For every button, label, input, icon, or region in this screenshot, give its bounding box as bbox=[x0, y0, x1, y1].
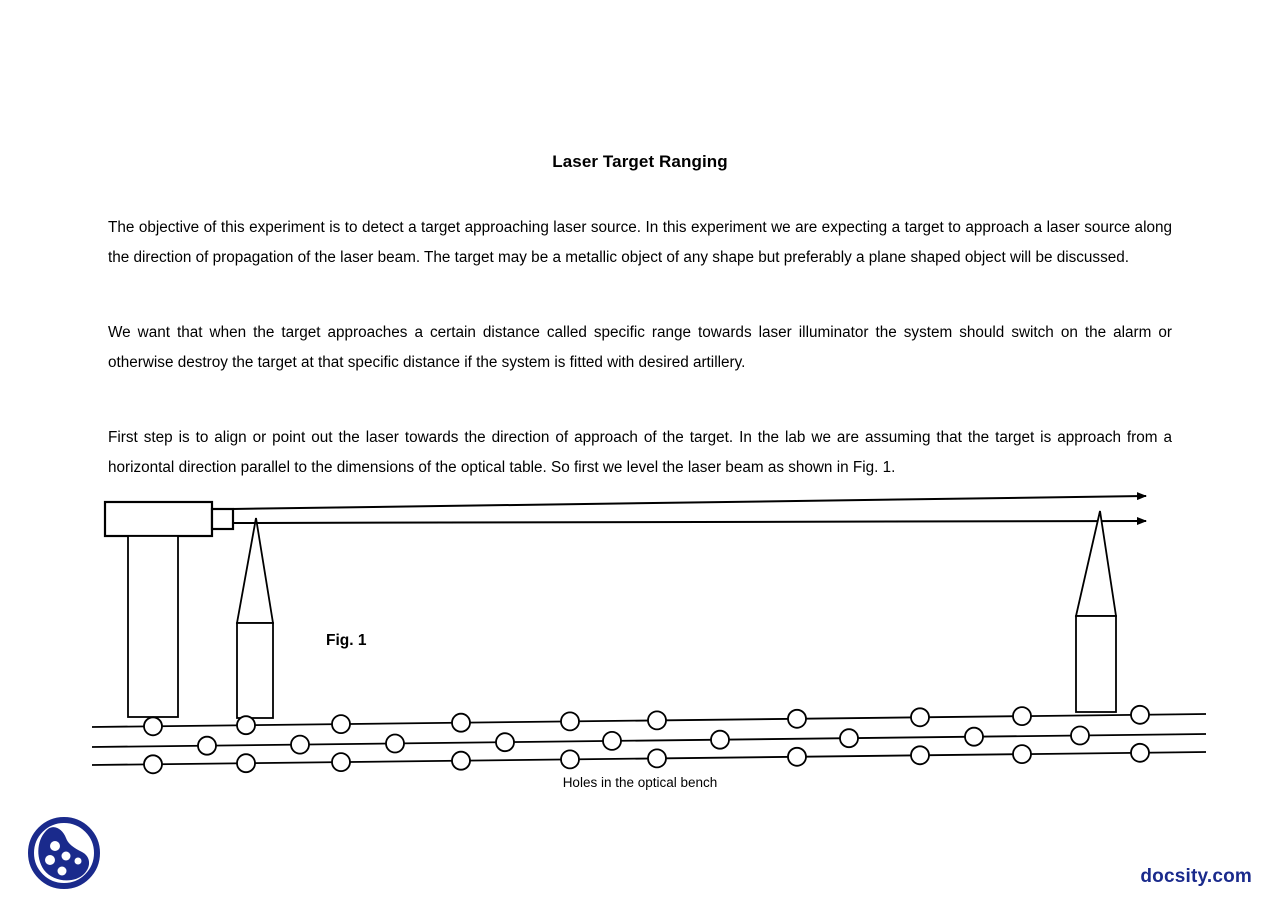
bench-line bbox=[91, 733, 1207, 748]
bench-hole bbox=[647, 710, 667, 731]
bench-hole bbox=[560, 749, 580, 770]
paragraph-objective: The objective of this experiment is to d… bbox=[108, 219, 1172, 267]
bench-hole bbox=[197, 735, 217, 756]
bench-hole bbox=[839, 728, 859, 749]
bench-hole bbox=[331, 752, 351, 772]
bench-caption: Holes in the optical bench bbox=[562, 775, 718, 790]
laser-nozzle-box bbox=[210, 507, 235, 531]
bench-hole bbox=[451, 750, 471, 771]
bench-hole bbox=[290, 734, 310, 755]
bench-hole bbox=[1070, 725, 1090, 746]
bench-hole bbox=[1012, 706, 1032, 726]
figure-label: Fig. 1 bbox=[326, 632, 367, 649]
optical-bench bbox=[91, 704, 1207, 775]
laser-beam-upper bbox=[231, 492, 1147, 510]
bench-hole bbox=[787, 708, 807, 729]
bench-hole bbox=[710, 729, 730, 750]
bench-hole bbox=[602, 731, 622, 751]
bench-hole bbox=[910, 745, 930, 766]
target-post-near bbox=[236, 622, 274, 719]
bench-hole bbox=[236, 715, 256, 736]
bench-hole bbox=[385, 733, 405, 754]
paragraph-alignment: First step is to align or point out the … bbox=[108, 429, 1172, 477]
bench-hole bbox=[1130, 704, 1150, 725]
bench-hole bbox=[647, 748, 667, 769]
docsity-watermark: docsity.com bbox=[1140, 866, 1252, 887]
laser-mount-post bbox=[127, 535, 179, 718]
bench-hole bbox=[1012, 744, 1032, 764]
target-post-far bbox=[1075, 615, 1117, 713]
page-title: Laser Target Ranging bbox=[552, 152, 728, 171]
bench-hole bbox=[560, 711, 580, 732]
laser-source-box bbox=[103, 500, 214, 538]
bench-hole bbox=[1130, 742, 1150, 763]
docsity-logo bbox=[28, 817, 100, 889]
bench-hole bbox=[451, 712, 471, 733]
paragraph-specific-range: We want that when the target approaches … bbox=[108, 324, 1172, 372]
bench-line bbox=[91, 751, 1207, 766]
bench-hole bbox=[787, 746, 807, 767]
bench-hole bbox=[331, 714, 351, 734]
bench-line bbox=[91, 713, 1207, 728]
bench-hole bbox=[910, 707, 930, 728]
bench-hole bbox=[143, 716, 163, 737]
bench-hole bbox=[495, 732, 515, 753]
bench-hole bbox=[236, 753, 256, 774]
bench-hole bbox=[143, 754, 163, 775]
target-cone-near bbox=[235, 517, 275, 624]
laser-beam-lower bbox=[231, 517, 1147, 526]
bench-hole bbox=[964, 726, 984, 747]
target-cone-far bbox=[1074, 510, 1118, 617]
